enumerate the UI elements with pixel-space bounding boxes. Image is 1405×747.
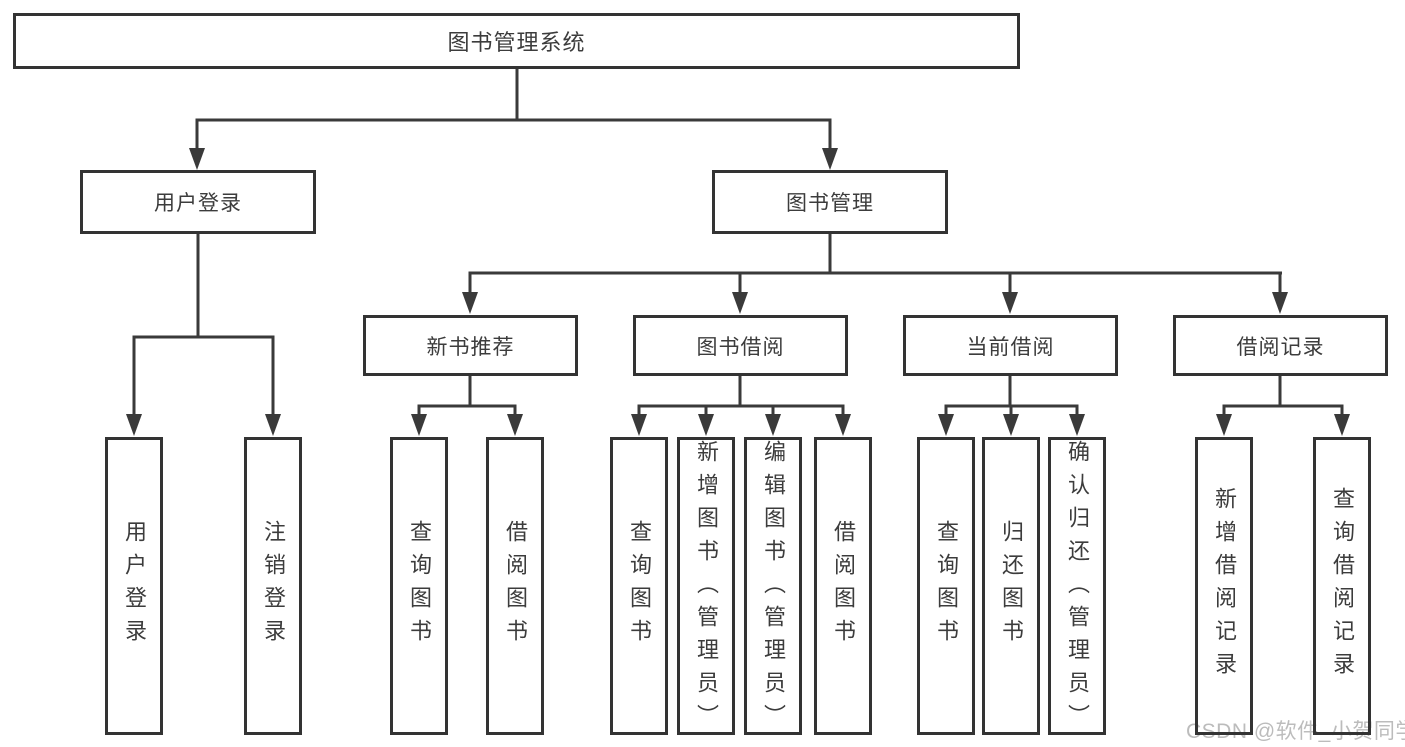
node-user-login: 用户登录: [80, 170, 316, 234]
node-book-management: 图书管理: [712, 170, 948, 234]
node-current-borrowing: 当前借阅: [903, 315, 1118, 376]
leaf-confirm-return-admin: 确认归还（管理员）: [1048, 437, 1106, 735]
leaf-query-books-borrow: 查询图书: [610, 437, 668, 735]
leaf-query-books-current: 查询图书: [917, 437, 975, 735]
leaf-return-books: 归还图书: [982, 437, 1040, 735]
node-borrowing-records: 借阅记录: [1173, 315, 1388, 376]
leaf-borrow-books-recommend: 借阅图书: [486, 437, 544, 735]
connector-newbook-to-leaves: [411, 376, 523, 436]
leaf-edit-books-admin: 编辑图书（管理员）: [744, 437, 802, 735]
leaf-query-books-recommend: 查询图书: [390, 437, 448, 735]
connector-login-to-leaves: [126, 234, 281, 436]
connector-root-to-level1: [189, 68, 838, 170]
leaf-add-books-admin: 新增图书（管理员）: [677, 437, 735, 735]
connector-current-to-leaves: [938, 376, 1085, 436]
leaf-user-login: 用户登录: [105, 437, 163, 735]
node-book-borrowing: 图书借阅: [633, 315, 848, 376]
connector-borrow-to-leaves: [631, 376, 851, 436]
connector-records-to-leaves: [1216, 376, 1350, 436]
connector-mgmt-to-level2: [462, 234, 1288, 314]
leaf-logout: 注销登录: [244, 437, 302, 735]
node-library-system: 图书管理系统: [13, 13, 1020, 69]
leaf-query-borrow-record: 查询借阅记录: [1313, 437, 1371, 735]
leaf-add-borrow-record: 新增借阅记录: [1195, 437, 1253, 735]
node-new-book-recommend: 新书推荐: [363, 315, 578, 376]
leaf-borrow-books: 借阅图书: [814, 437, 872, 735]
csdn-watermark: CSDN @软件_小贺同学: [1186, 720, 1405, 743]
